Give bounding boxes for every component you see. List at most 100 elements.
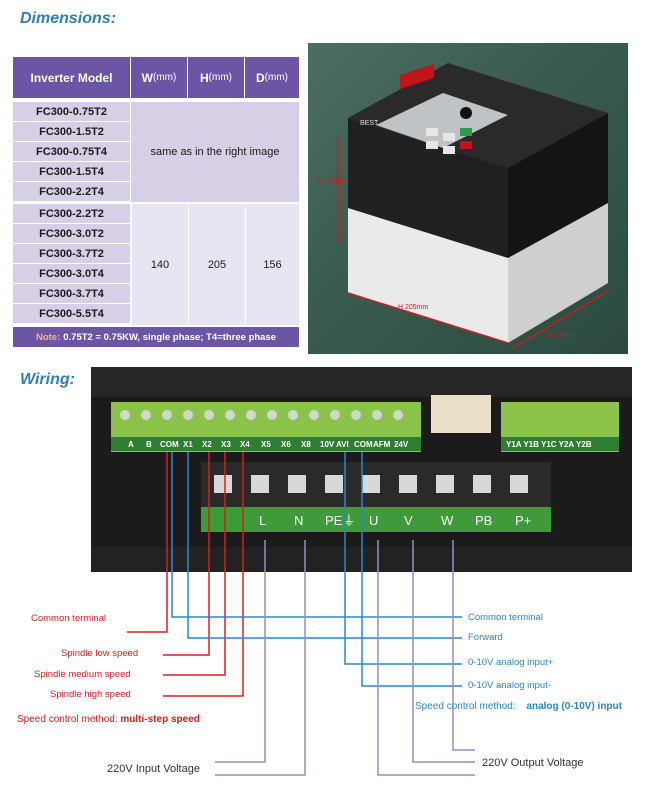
label-common-right: Common terminal (468, 612, 543, 623)
depth-dim-label: D 156mm (546, 332, 577, 339)
terminal-label: X6 (281, 440, 291, 449)
control-screws (120, 410, 403, 420)
wire-common-left (127, 452, 168, 633)
label-spindle-high: Spindle high speed (50, 689, 131, 700)
model-cell: FC300-3.0T2 (13, 224, 130, 244)
depth-value: 156 (245, 204, 299, 325)
label-output-voltage: 220V Output Voltage (482, 757, 584, 769)
inverter-illustration: BEST 0 170mm H 205mm D 156mm (316, 63, 609, 349)
run-key (460, 128, 472, 136)
led-display (400, 64, 434, 90)
header-w-unit: (mm) (153, 72, 177, 83)
board-top (91, 367, 632, 397)
model-cell: FC300-3.7T2 (13, 244, 130, 264)
terminal-illustration: A B COM X1 X2 X3 X4 X5 X6 X8 10V AVI COM… (91, 367, 632, 572)
key-button (443, 146, 455, 154)
relay-labels: Y1A Y1B Y1C Y2A Y2B (506, 440, 592, 449)
header-model-label: Inverter Model (30, 70, 113, 85)
header-d-unit: (mm) (264, 72, 288, 83)
height-value: 205 (188, 204, 245, 325)
dimensions-heading: Dimensions: (20, 10, 117, 27)
terminal-label: 24V (394, 440, 409, 449)
length-dim-label: H 205mm (398, 304, 429, 311)
terminal-label: AVI (336, 440, 349, 449)
label-speed-right: Speed control method: analog (0-10V) inp… (415, 701, 622, 712)
model-cell: FC300-1.5T2 (13, 122, 130, 142)
speed-left-prefix: Speed control method: (17, 714, 118, 725)
terminal-label: COM (160, 440, 179, 449)
power-label-strip (201, 507, 551, 532)
terminal-label: X4 (240, 440, 250, 449)
speed-right-prefix: Speed control method: (415, 701, 516, 712)
terminal-label: B (146, 440, 152, 449)
wire-output-w (452, 540, 475, 751)
potentiometer-knob (460, 107, 472, 119)
model-cell: FC300-3.7T4 (13, 284, 130, 304)
header-d-label: D (256, 70, 265, 85)
header-h: H(mm) (188, 57, 244, 98)
dimensions-table: Inverter Model W(mm) H(mm) D(mm) FC300-0… (13, 57, 299, 347)
power-label: L (259, 513, 266, 528)
power-label: U (369, 513, 378, 528)
merged-note-cell: same as in the right image (131, 102, 299, 202)
table-note: Note: 0.75T2 = 0.75KW, single phase; T4=… (13, 327, 299, 347)
wire-analog-plus (344, 452, 462, 665)
wiring-photo: A B COM X1 X2 X3 X4 X5 X6 X8 10V AVI COM… (91, 367, 632, 572)
base-front-face (348, 203, 508, 343)
model-cell: FC300-3.0T4 (13, 264, 130, 284)
note-text: 0.75T2 = 0.75KW, single phase; T4=three … (63, 331, 277, 343)
length-dimension-line (347, 292, 509, 344)
power-label: PE⏚ (325, 513, 355, 528)
terminal-label: X1 (183, 440, 193, 449)
power-label: PB (475, 513, 492, 528)
terminal-label: X3 (221, 440, 231, 449)
power-label: N (294, 513, 303, 528)
wire-analog-minus (361, 452, 462, 687)
speed-left-value: multi-step speed (120, 714, 200, 725)
header-w: W(mm) (131, 57, 187, 98)
terminal-label: A (128, 440, 134, 449)
model-cell: FC300-0.75T2 (13, 102, 130, 122)
model-cell: FC300-1.5T4 (13, 162, 130, 182)
wire-output-u (377, 540, 475, 776)
wire-spindle-high (163, 452, 244, 697)
width-value: 140 (131, 204, 188, 325)
wire-spindle-medium (163, 452, 226, 676)
label-common-left: Common terminal (31, 613, 106, 624)
label-analog-minus: 0-10V analog input- (468, 680, 551, 691)
keypad-panel (376, 93, 508, 148)
terminal-label: 10V (320, 440, 335, 449)
label-analog-plus: 0-10V analog input+ (468, 657, 554, 668)
power-label: V (404, 513, 413, 528)
header-h-label: H (200, 70, 209, 85)
wire-forward (187, 452, 462, 639)
header-model: Inverter Model (13, 57, 130, 98)
power-label: W (441, 513, 454, 528)
wire-input-l (215, 540, 266, 763)
header-w-label: W (141, 70, 153, 85)
power-label: P+ (515, 513, 531, 528)
base-side-face (508, 193, 608, 343)
stop-key (460, 141, 472, 149)
connector-plug (431, 395, 491, 433)
label-spindle-low: Spindle low speed (61, 648, 139, 659)
terminal-label: AFM (373, 440, 391, 449)
note-label: Note: (35, 331, 61, 343)
depth-dimension-line (512, 290, 609, 349)
case-front (348, 118, 508, 258)
relay-label-strip (501, 437, 619, 451)
model-cell: FC300-2.2T4 (13, 182, 130, 202)
brand-label: BEST (360, 120, 379, 127)
header-h-unit: (mm) (208, 72, 232, 83)
speed-right-value: analog (0-10V) input (526, 701, 622, 712)
power-screws (214, 475, 528, 493)
header-d: D(mm) (245, 57, 299, 98)
label-forward: Forward (468, 632, 503, 643)
label-speed-left: Speed control method: multi-step speed (17, 714, 200, 725)
label-input-voltage: 220V Input Voltage (107, 763, 200, 775)
key-button (426, 141, 438, 149)
wire-input-n (215, 540, 306, 776)
inverter-photo: BEST 0 170mm H 205mm D 156mm (308, 43, 628, 354)
wiring-heading: Wiring: (20, 371, 75, 388)
